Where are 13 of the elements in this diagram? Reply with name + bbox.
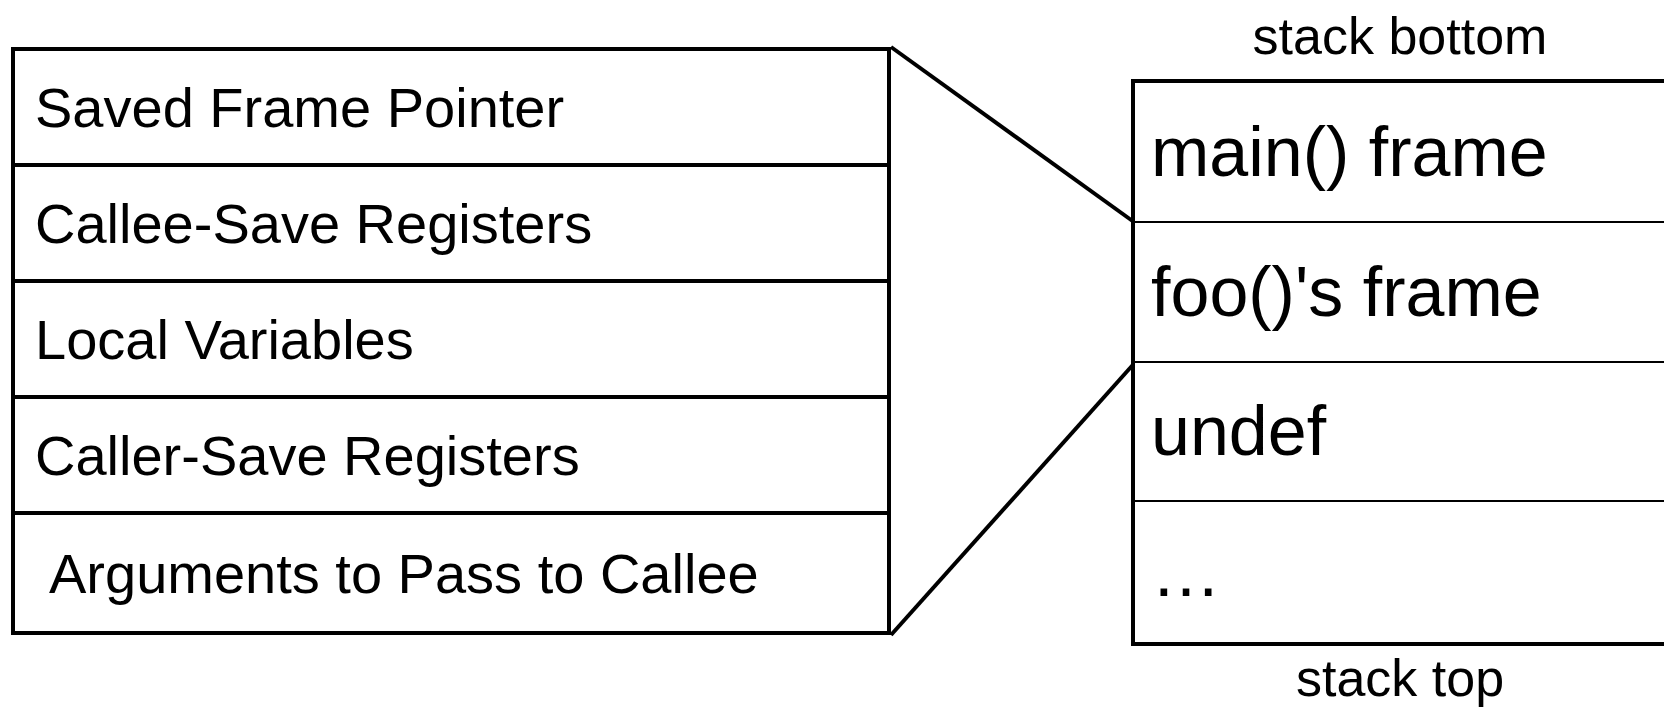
row-label: main() frame	[1151, 111, 1548, 192]
row-label: undef	[1151, 391, 1327, 472]
row-label: foo()'s frame	[1151, 251, 1542, 332]
row-label: Local Variables	[35, 306, 414, 372]
row-label: Arguments to Pass to Callee	[49, 540, 759, 606]
stack-frame-table	[11, 47, 891, 635]
row-label: Caller-Save Registers	[35, 422, 580, 488]
stack-bottom-label: stack bottom	[1252, 6, 1548, 66]
row-label: Saved Frame Pointer	[35, 74, 565, 140]
stack-top-label: stack top	[1295, 648, 1505, 708]
row-label: …	[1151, 532, 1221, 613]
row-label: Callee-Save Registers	[35, 190, 593, 256]
call-stack-table	[1131, 79, 1664, 646]
